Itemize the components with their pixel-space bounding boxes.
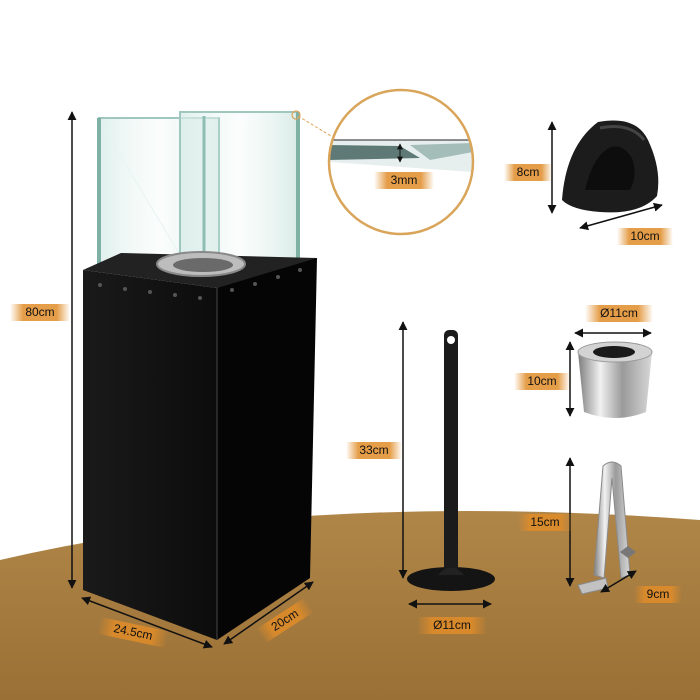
heat-resistant-glove xyxy=(562,120,659,213)
glass-thickness-label: 3mm xyxy=(374,172,434,189)
snuffer-base-label: Ø11cm xyxy=(417,617,487,634)
burner-height-label: 10cm xyxy=(514,373,570,390)
snuffer-tool xyxy=(407,330,495,591)
tongs-tool xyxy=(577,461,636,595)
snuffer-height-label: 33cm xyxy=(346,442,402,459)
tongs-length-label: 15cm xyxy=(518,514,572,531)
tongs-width-label: 9cm xyxy=(634,586,682,603)
depth-dimension-line xyxy=(223,581,314,645)
glass-enclosure xyxy=(97,111,300,269)
fireplace xyxy=(83,111,317,640)
fuel-burner-cup xyxy=(577,341,653,418)
fireplace-height-label: 80cm xyxy=(10,304,70,321)
glove-height-label: 8cm xyxy=(504,164,552,181)
fireplace-front xyxy=(83,270,217,640)
fireplace-side xyxy=(217,258,317,640)
width-dimension-line xyxy=(81,596,213,649)
glass-thickness-zoom xyxy=(291,88,475,236)
glove-width-label: 10cm xyxy=(617,228,673,245)
burner-diameter-label: Ø11cm xyxy=(585,305,653,322)
